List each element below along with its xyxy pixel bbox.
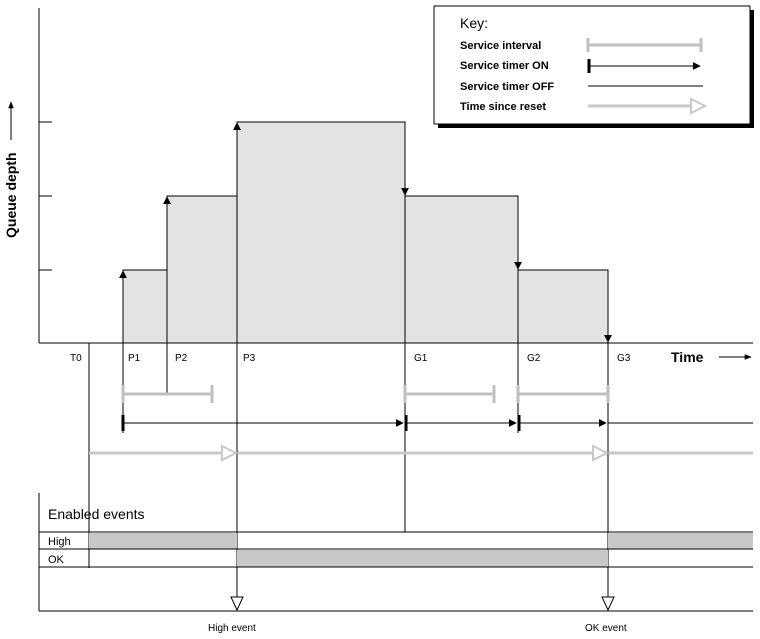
key-title: Key: bbox=[460, 15, 488, 31]
key-swatch-timer-on bbox=[587, 59, 701, 73]
time-label-g3: G3 bbox=[617, 353, 631, 364]
ok-event-arrowhead bbox=[601, 596, 615, 612]
time-label-p2: P2 bbox=[175, 353, 188, 364]
time-label-p3: P3 bbox=[243, 353, 256, 364]
time-label-t0: T0 bbox=[70, 353, 82, 364]
time-label-g2: G2 bbox=[527, 353, 541, 364]
high-event-label: High event bbox=[208, 623, 256, 634]
high-event-arrowhead bbox=[230, 596, 244, 612]
events-panel-title: Enabled events bbox=[48, 506, 145, 522]
service-interval-3 bbox=[516, 385, 610, 403]
high-enabled-1 bbox=[89, 533, 237, 549]
key-swatch-interval bbox=[586, 38, 703, 52]
time-label-g1: G1 bbox=[414, 353, 428, 364]
high-enabled-2 bbox=[608, 533, 753, 549]
events-row-high: High bbox=[48, 536, 71, 548]
key-swatch-reset bbox=[588, 97, 708, 115]
queue-depth-area bbox=[122, 121, 609, 344]
time-since-reset-2 bbox=[238, 444, 610, 462]
service-interval-2 bbox=[403, 385, 496, 403]
service-timer-on-1 bbox=[121, 415, 404, 431]
key-label-interval: Service interval bbox=[460, 40, 541, 52]
y-axis-label: Queue depth bbox=[3, 152, 19, 238]
key-label-timer-off: Service timer OFF bbox=[460, 81, 554, 93]
ok-event-label: OK event bbox=[585, 623, 627, 634]
ok-enabled bbox=[237, 550, 608, 567]
service-interval-1 bbox=[121, 385, 214, 403]
service-timer-on-3 bbox=[517, 415, 607, 431]
service-timer-on-2 bbox=[404, 415, 517, 431]
key-label-reset: Time since reset bbox=[460, 101, 546, 113]
x-axis-label: Time bbox=[671, 349, 704, 365]
time-since-reset-1 bbox=[89, 444, 239, 462]
key-label-timer-on: Service timer ON bbox=[460, 60, 549, 72]
events-row-ok: OK bbox=[48, 554, 65, 566]
time-label-p1: P1 bbox=[128, 353, 141, 364]
